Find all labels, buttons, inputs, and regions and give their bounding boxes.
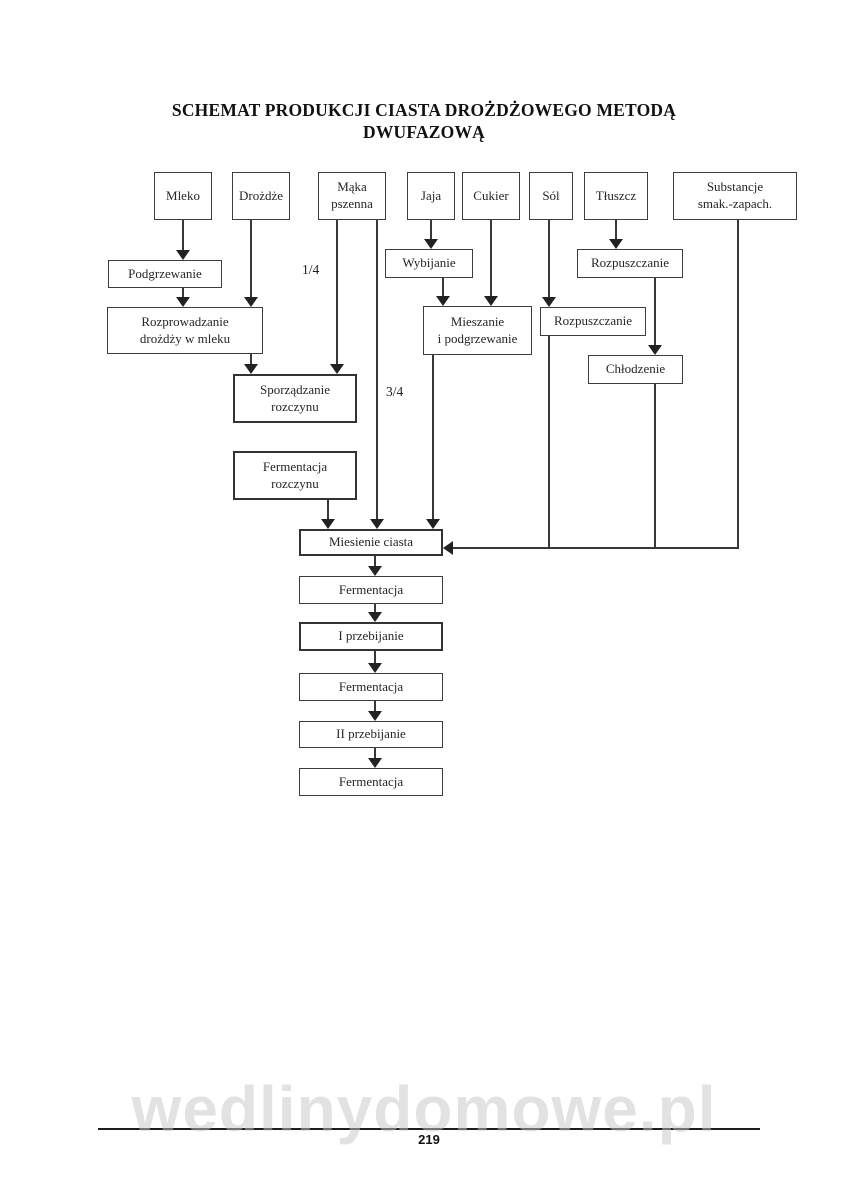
connector-substancje-collector <box>737 220 739 549</box>
connector-cukier-mieszanie <box>490 220 492 297</box>
arrowhead-tluszcz-rozpuszczanie <box>609 239 623 249</box>
arrowhead-przebijanie1-fermentacja2 <box>368 663 382 673</box>
node-substancje-smak-zapach: Substancje smak.-zapach. <box>673 172 797 220</box>
node-rozpuszczanie-tluszcz: Rozpuszczanie <box>577 249 683 278</box>
arrowhead-maka-sporzadzanie <box>330 364 344 374</box>
arrowhead-cukier-mieszanie <box>484 296 498 306</box>
node-drozdze: Drożdże <box>232 172 290 220</box>
arrowhead-rozpuszczanie-chlodzenie <box>648 345 662 355</box>
connector-mieszanie-miesienie <box>432 355 434 521</box>
node-miesienie-ciasta: Miesienie ciasta <box>299 529 443 556</box>
node-fermentacja-2: Fermentacja <box>299 673 443 701</box>
page-number: 219 <box>418 1132 440 1147</box>
arrowhead-sol-rozpuszczanie <box>542 297 556 307</box>
node-rozpuszczanie-sol: Rozpuszczanie <box>540 307 646 336</box>
arrowhead-fermentacja-rozczynu-miesienie <box>321 519 335 529</box>
connector-fermentacja-rozczynu-miesienie <box>327 500 329 521</box>
connector-miesienie-fermentacja1 <box>374 556 376 567</box>
connector-rozprowadzanie-sporzadzanie <box>250 354 252 366</box>
connector-maka-three-quarters-miesienie <box>376 220 378 521</box>
arrowhead-maka-miesienie <box>370 519 384 529</box>
node-ii-przebijanie: II przebijanie <box>299 721 443 748</box>
node-mieszanie-podgrzewanie: Mieszanie i podgrzewanie <box>423 306 532 355</box>
node-wybijanie: Wybijanie <box>385 249 473 278</box>
connector-podgrzewanie-rozprowadzanie <box>182 288 184 300</box>
node-fermentacja-rozczynu: Fermentacja rozczynu <box>233 451 357 500</box>
node-i-przebijanie: I przebijanie <box>299 622 443 651</box>
arrowhead-fermentacja1-przebijanie1 <box>368 612 382 622</box>
node-fermentacja-1: Fermentacja <box>299 576 443 604</box>
arrowhead-wybijanie-mieszanie <box>436 296 450 306</box>
arrowhead-mleko-podgrzewanie <box>176 250 190 260</box>
connector-chlodzenie-collector <box>654 384 656 549</box>
node-mleko: Mleko <box>154 172 212 220</box>
arrowhead-collector-miesienie <box>443 541 453 555</box>
footer-rule <box>98 1128 760 1130</box>
connector-mleko-podgrzewanie <box>182 220 184 252</box>
arrowhead-przebijanie2-fermentacja3 <box>368 758 382 768</box>
node-podgrzewanie: Podgrzewanie <box>108 260 222 288</box>
node-fermentacja-3: Fermentacja <box>299 768 443 796</box>
connector-rozpuszczanie-sol-collector <box>548 336 550 549</box>
arrowhead-rozprowadzanie-sporzadzanie <box>244 364 258 374</box>
node-jaja: Jaja <box>407 172 455 220</box>
node-sol: Sól <box>529 172 573 220</box>
connector-fermentacja1-przebijanie1 <box>374 604 376 613</box>
node-chlodzenie: Chłodzenie <box>588 355 683 384</box>
connector-jaja-wybijanie <box>430 220 432 241</box>
node-tluszcz: Tłuszcz <box>584 172 648 220</box>
node-cukier: Cukier <box>462 172 520 220</box>
arrowhead-podgrzewanie-rozprowadzanie <box>176 297 190 307</box>
arrowhead-miesienie-fermentacja1 <box>368 566 382 576</box>
node-maka-pszenna: Mąka pszenna <box>318 172 386 220</box>
arrowhead-mieszanie-miesienie <box>426 519 440 529</box>
arrowhead-drozdze-rozprowadzanie <box>244 297 258 307</box>
arrowhead-jaja-wybijanie <box>424 239 438 249</box>
fraction-label-three-quarters: 3/4 <box>386 384 404 399</box>
connector-przebijanie1-fermentacja2 <box>374 651 376 664</box>
connector-przebijanie2-fermentacja3 <box>374 748 376 759</box>
connector-maka-quarter-sporzadzanie <box>336 220 338 366</box>
connector-drozdze-rozprowadzanie <box>250 220 252 298</box>
arrowhead-fermentacja2-przebijanie2 <box>368 711 382 721</box>
connector-collector-horizontal <box>452 547 739 549</box>
connector-fermentacja2-przebijanie2 <box>374 701 376 712</box>
connector-rozpuszczanie-chlodzenie <box>654 278 656 347</box>
connector-tluszcz-rozpuszczanie <box>615 220 617 241</box>
connector-wybijanie-mieszanie <box>442 278 444 297</box>
fraction-label-quarter: 1/4 <box>302 262 320 277</box>
page-title: SCHEMAT PRODUKCJI CIASTA DROŻDŻOWEGO MET… <box>171 100 677 142</box>
connector-sol-rozpuszczanie <box>548 220 550 298</box>
node-rozprowadzanie-drozdzy: Rozprowadzanie drożdży w mleku <box>107 307 263 354</box>
node-sporzadzanie-rozczynu: Sporządzanie rozczynu <box>233 374 357 423</box>
